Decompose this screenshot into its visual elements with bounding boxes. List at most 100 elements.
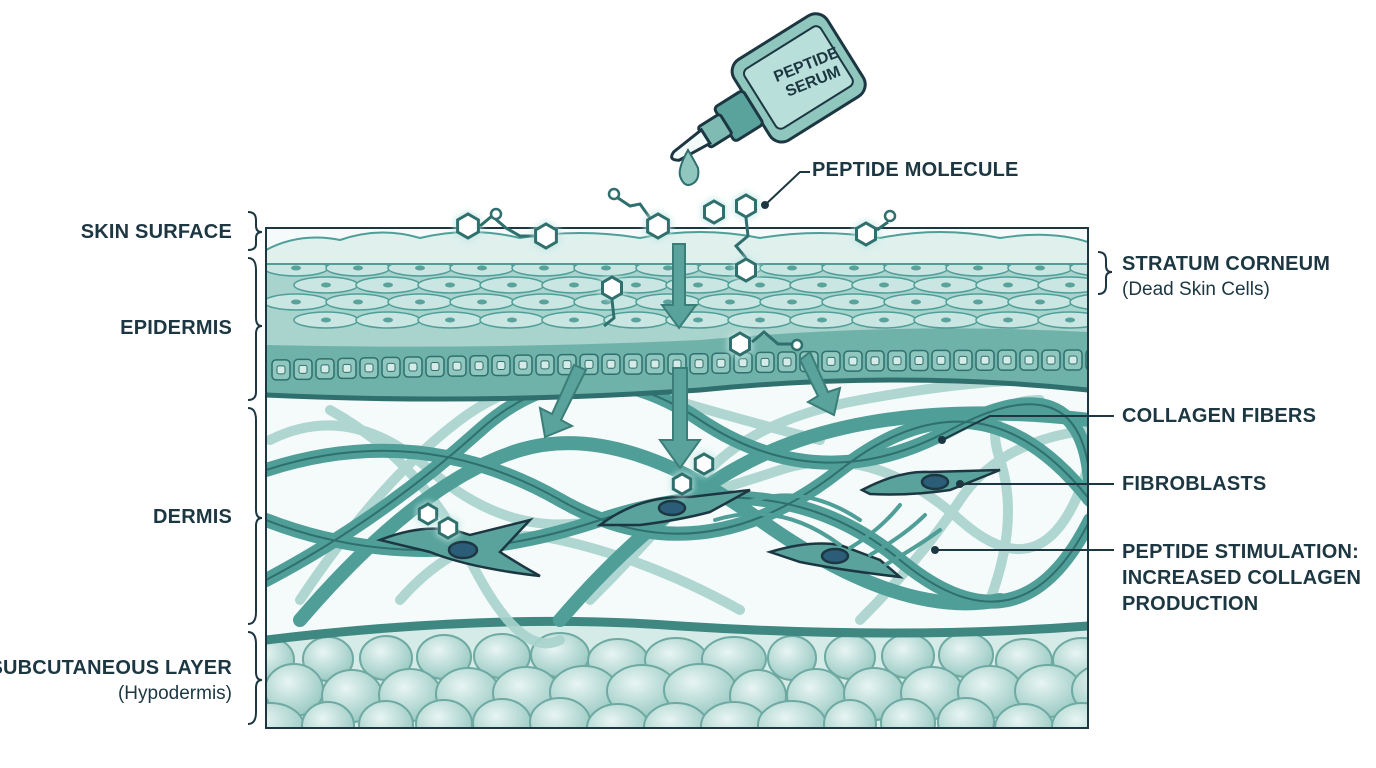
epidermis-cell-nucleus <box>631 282 641 288</box>
peptide-molecule <box>454 207 560 252</box>
epidermis-cell-nucleus <box>879 317 889 323</box>
basal-cell-nucleus <box>848 356 858 366</box>
epidermis-cell-nucleus <box>415 299 425 305</box>
basal-cell-nucleus <box>716 358 726 368</box>
fat-cell <box>757 700 827 728</box>
fat-cell <box>301 701 355 728</box>
peptide-molecule <box>599 273 625 328</box>
label-fibroblasts: FIBROBLASTS <box>1122 473 1267 495</box>
epidermis-cell-nucleus <box>755 282 765 288</box>
basal-cell-nucleus <box>738 358 748 368</box>
peptide-molecules <box>415 187 897 542</box>
serum-bottle <box>670 12 867 186</box>
basal-cell-nucleus <box>826 356 836 366</box>
subcutaneous-fat <box>266 616 1088 728</box>
epidermis-cell-nucleus <box>1065 282 1075 288</box>
fat-cell <box>358 700 414 728</box>
epidermis-cell-nucleus <box>879 282 889 288</box>
epidermis-cell-nucleus <box>445 282 455 288</box>
basal-cell-nucleus <box>1091 356 1099 364</box>
basal-cell-nucleus <box>870 356 880 366</box>
epidermis-cell-nucleus <box>1003 282 1013 288</box>
basal-cell-nucleus <box>386 362 396 372</box>
stimulation-arrows <box>713 493 942 567</box>
fat-cell <box>415 699 473 728</box>
epidermis-cell-nucleus <box>911 265 921 271</box>
basal-cell-nucleus <box>276 365 286 375</box>
basal-cell-nucleus <box>452 361 462 371</box>
bracket-markers <box>247 211 1113 725</box>
basal-cell-nucleus <box>518 360 528 370</box>
epidermis-cell-nucleus <box>693 282 703 288</box>
peptide-molecule <box>607 187 672 242</box>
basal-cell-nucleus <box>584 359 594 369</box>
epidermis-cell-nucleus <box>663 299 673 305</box>
epidermis-cell-nucleus <box>973 299 983 305</box>
epidermis-cell-nucleus <box>1035 265 1045 271</box>
epidermis-cell-nucleus <box>353 299 363 305</box>
epidermis-cell-nucleus <box>383 282 393 288</box>
epidermis-cell-nucleus <box>817 282 827 288</box>
epidermis-cell-nucleus <box>755 317 765 323</box>
epidermis-cell-nucleus <box>321 317 331 323</box>
basal-cell-nucleus <box>760 357 770 367</box>
basal-cell-nucleus <box>628 359 638 369</box>
peptide-molecule <box>727 329 804 359</box>
label-dermis: DERMIS <box>153 506 232 528</box>
epidermis-layer <box>266 250 1099 402</box>
epidermis-cell-nucleus <box>477 299 487 305</box>
basal-cell-nucleus <box>980 355 990 365</box>
epidermis-cell-nucleus <box>787 299 797 305</box>
fat-cell <box>823 699 877 728</box>
epidermis-cell <box>1069 294 1088 310</box>
epidermis-cell-nucleus <box>1035 299 1045 305</box>
label-epidermis: EPIDERMIS <box>120 317 232 339</box>
basal-cell-nucleus <box>430 362 440 372</box>
epidermis-cell-nucleus <box>941 317 951 323</box>
basal-cell-nucleus <box>320 364 330 374</box>
basal-cell-nucleus <box>936 355 946 365</box>
epidermis-cell-nucleus <box>973 265 983 271</box>
fat-cell <box>880 698 936 728</box>
basal-cell-nucleus <box>694 359 704 369</box>
basal-cell-nucleus <box>1068 355 1078 365</box>
epidermis-cell-nucleus <box>291 299 301 305</box>
label-collagen-fibers: COLLAGEN FIBERS <box>1122 405 1317 427</box>
epidermis-cell-nucleus <box>539 299 549 305</box>
fat-cell <box>529 697 591 728</box>
peptide-molecule <box>669 450 717 498</box>
basal-cell-nucleus <box>474 361 484 371</box>
epidermis-cell-nucleus <box>1065 317 1075 323</box>
epidermis-cell-nucleus <box>1003 317 1013 323</box>
epidermis-cell-nucleus <box>817 317 827 323</box>
label-subcutaneous-sub: (Hypodermis) <box>117 683 232 704</box>
label-stratum-corneum: STRATUM CORNEUM <box>1122 253 1331 275</box>
label-stimulation-line3: PRODUCTION <box>1122 593 1259 615</box>
epidermis-cell-nucleus <box>507 317 517 323</box>
basal-cell-nucleus <box>298 364 308 374</box>
label-peptide-molecule: PEPTIDE MOLECULE <box>812 159 1019 181</box>
label-skin-surface: SKIN SURFACE <box>80 221 232 243</box>
epidermis-cell-nucleus <box>445 317 455 323</box>
epidermis-cell-nucleus <box>383 317 393 323</box>
fat-cell <box>472 698 532 728</box>
fat-cell <box>1071 666 1088 714</box>
leader-lines <box>764 171 1114 551</box>
basal-cell-nucleus <box>1046 355 1056 365</box>
basal-cell-nucleus <box>1024 355 1034 365</box>
label-subcutaneous: SUBCUTANEOUS LAYER <box>0 657 232 679</box>
epidermis-cell-nucleus <box>353 265 363 271</box>
basal-cell-nucleus <box>562 360 572 370</box>
epidermis-cell-nucleus <box>911 299 921 305</box>
epidermis-cell-nucleus <box>415 265 425 271</box>
epidermis-cell-nucleus <box>569 282 579 288</box>
epidermis-cell-nucleus <box>787 265 797 271</box>
epidermis-cell-nucleus <box>663 265 673 271</box>
collagen-fibers <box>266 375 1088 649</box>
basal-cell-nucleus <box>672 359 682 369</box>
epidermis-cell <box>1037 276 1088 294</box>
epidermis-cell-nucleus <box>631 317 641 323</box>
basal-cell-nucleus <box>606 359 616 369</box>
basal-cell-nucleus <box>342 363 352 373</box>
